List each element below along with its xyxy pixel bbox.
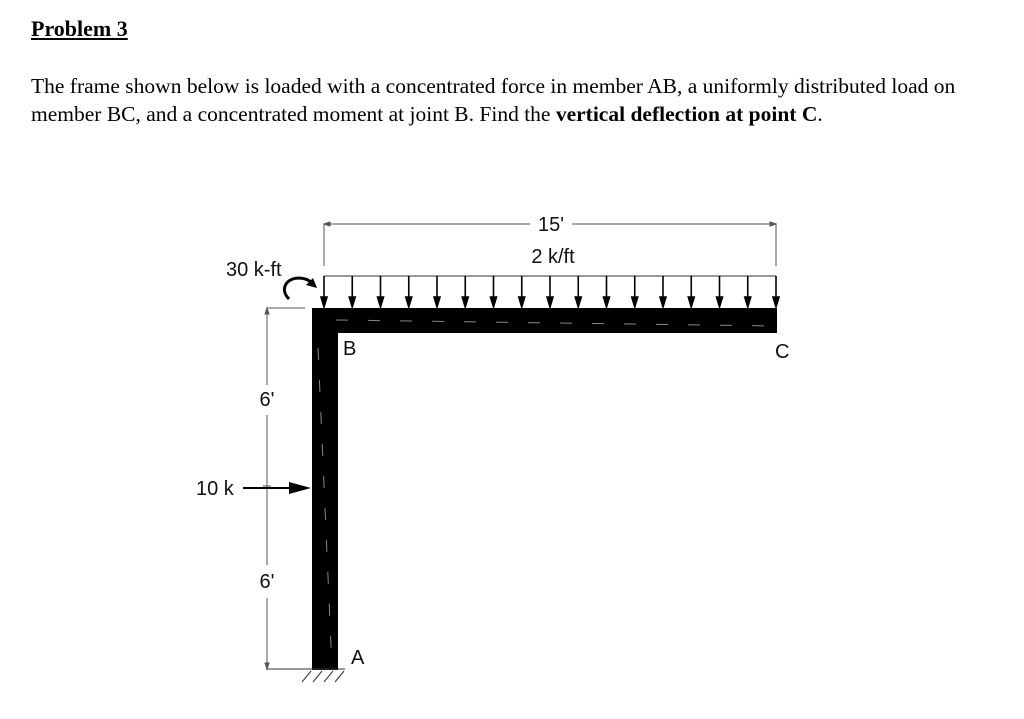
load-arrowhead bbox=[630, 296, 639, 310]
joint-a-label: A bbox=[351, 647, 365, 669]
load-arrowhead bbox=[602, 296, 611, 310]
load-arrowhead bbox=[687, 296, 696, 310]
load-arrowhead bbox=[376, 296, 385, 310]
problem-statement: The frame shown below is loaded with a c… bbox=[31, 72, 971, 128]
span-label: 15' bbox=[538, 214, 564, 236]
moment-label: 30 k-ft bbox=[226, 259, 282, 281]
load-arrowhead bbox=[319, 296, 329, 310]
point-load-arrow bbox=[243, 482, 311, 494]
fixed-support-icon bbox=[266, 668, 345, 683]
distributed-load-arrows bbox=[319, 275, 781, 310]
member-ab bbox=[312, 308, 338, 670]
load-arrowhead bbox=[715, 296, 724, 310]
lower-segment-label: 6' bbox=[260, 571, 275, 593]
load-arrowhead bbox=[743, 296, 752, 310]
load-arrowhead bbox=[545, 296, 555, 310]
load-arrowhead bbox=[771, 296, 781, 310]
member-bc bbox=[312, 308, 777, 333]
load-arrowhead bbox=[489, 296, 498, 310]
statement-emphasis: vertical deflection at point C bbox=[555, 102, 818, 126]
point-load-label: 10 k bbox=[196, 478, 235, 500]
load-arrowhead bbox=[658, 296, 668, 310]
joint-b-label: B bbox=[343, 338, 356, 360]
moment-arrow-icon bbox=[282, 276, 317, 301]
statement-text: The frame shown below is loaded with a c… bbox=[31, 74, 956, 126]
load-arrowhead bbox=[574, 296, 583, 310]
upper-segment-label: 6' bbox=[260, 389, 275, 411]
statement-end: . bbox=[817, 102, 823, 126]
distributed-load-label: 2 k/ft bbox=[531, 246, 575, 268]
span-dimension bbox=[322, 221, 778, 266]
height-dimension bbox=[263, 306, 305, 671]
joint-c-label: C bbox=[775, 341, 789, 363]
problem-title: Problem 3 bbox=[31, 16, 128, 41]
load-arrowhead bbox=[404, 296, 413, 310]
load-arrowhead bbox=[432, 296, 442, 310]
load-arrowhead bbox=[461, 296, 470, 310]
load-arrowhead bbox=[348, 296, 357, 310]
member-centerlines bbox=[317, 319, 777, 669]
load-arrowhead bbox=[517, 296, 526, 310]
